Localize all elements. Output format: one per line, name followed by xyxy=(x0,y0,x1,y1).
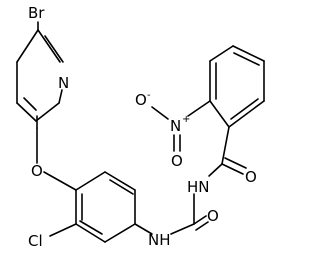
atom-br: Br xyxy=(28,4,45,22)
bond xyxy=(170,223,195,235)
bond xyxy=(233,52,260,66)
bond xyxy=(224,157,247,169)
bond xyxy=(49,223,77,237)
bond xyxy=(134,223,153,235)
bond xyxy=(35,102,60,122)
bond xyxy=(16,102,37,122)
bond xyxy=(151,106,169,120)
bond xyxy=(37,29,61,63)
bond xyxy=(221,163,244,175)
bond xyxy=(44,35,64,63)
atom-o-nitro-minus: O xyxy=(135,91,147,109)
charge-minus: - xyxy=(147,90,151,101)
atom-o-ether: O xyxy=(31,162,43,180)
bond xyxy=(209,45,234,62)
bond xyxy=(75,223,106,243)
atom-labels: Br N O Cl NH O HN O N + O - O xyxy=(28,4,257,250)
atom-n-pyridine: N xyxy=(58,74,69,92)
bond xyxy=(75,171,106,191)
atom-n-nitro: N xyxy=(170,117,181,135)
bond xyxy=(109,179,134,195)
bond xyxy=(232,45,265,62)
bond xyxy=(43,171,77,191)
bonds xyxy=(16,21,265,243)
structure-diagram: Br N O Cl NH O HN O N + O - O xyxy=(16,4,265,250)
bond xyxy=(221,126,230,165)
bond xyxy=(58,89,63,104)
atom-o-nitro: O xyxy=(171,152,183,170)
bond xyxy=(23,97,37,111)
bond xyxy=(16,29,39,63)
atom-o-urea: O xyxy=(207,207,219,225)
atom-hn-amide: HN xyxy=(187,178,210,196)
bond xyxy=(104,223,136,243)
bond xyxy=(195,221,209,231)
bond xyxy=(208,163,223,177)
bond xyxy=(79,220,103,235)
bond xyxy=(228,100,265,128)
bond xyxy=(187,100,211,117)
bond xyxy=(193,215,207,225)
bond xyxy=(104,171,136,191)
atom-cl: Cl xyxy=(28,232,43,250)
charge-plus: + xyxy=(182,114,190,125)
bond xyxy=(209,100,230,128)
atom-nh-urea: NH xyxy=(148,231,171,249)
bond xyxy=(230,98,259,120)
atom-o-amide: O xyxy=(245,168,257,186)
